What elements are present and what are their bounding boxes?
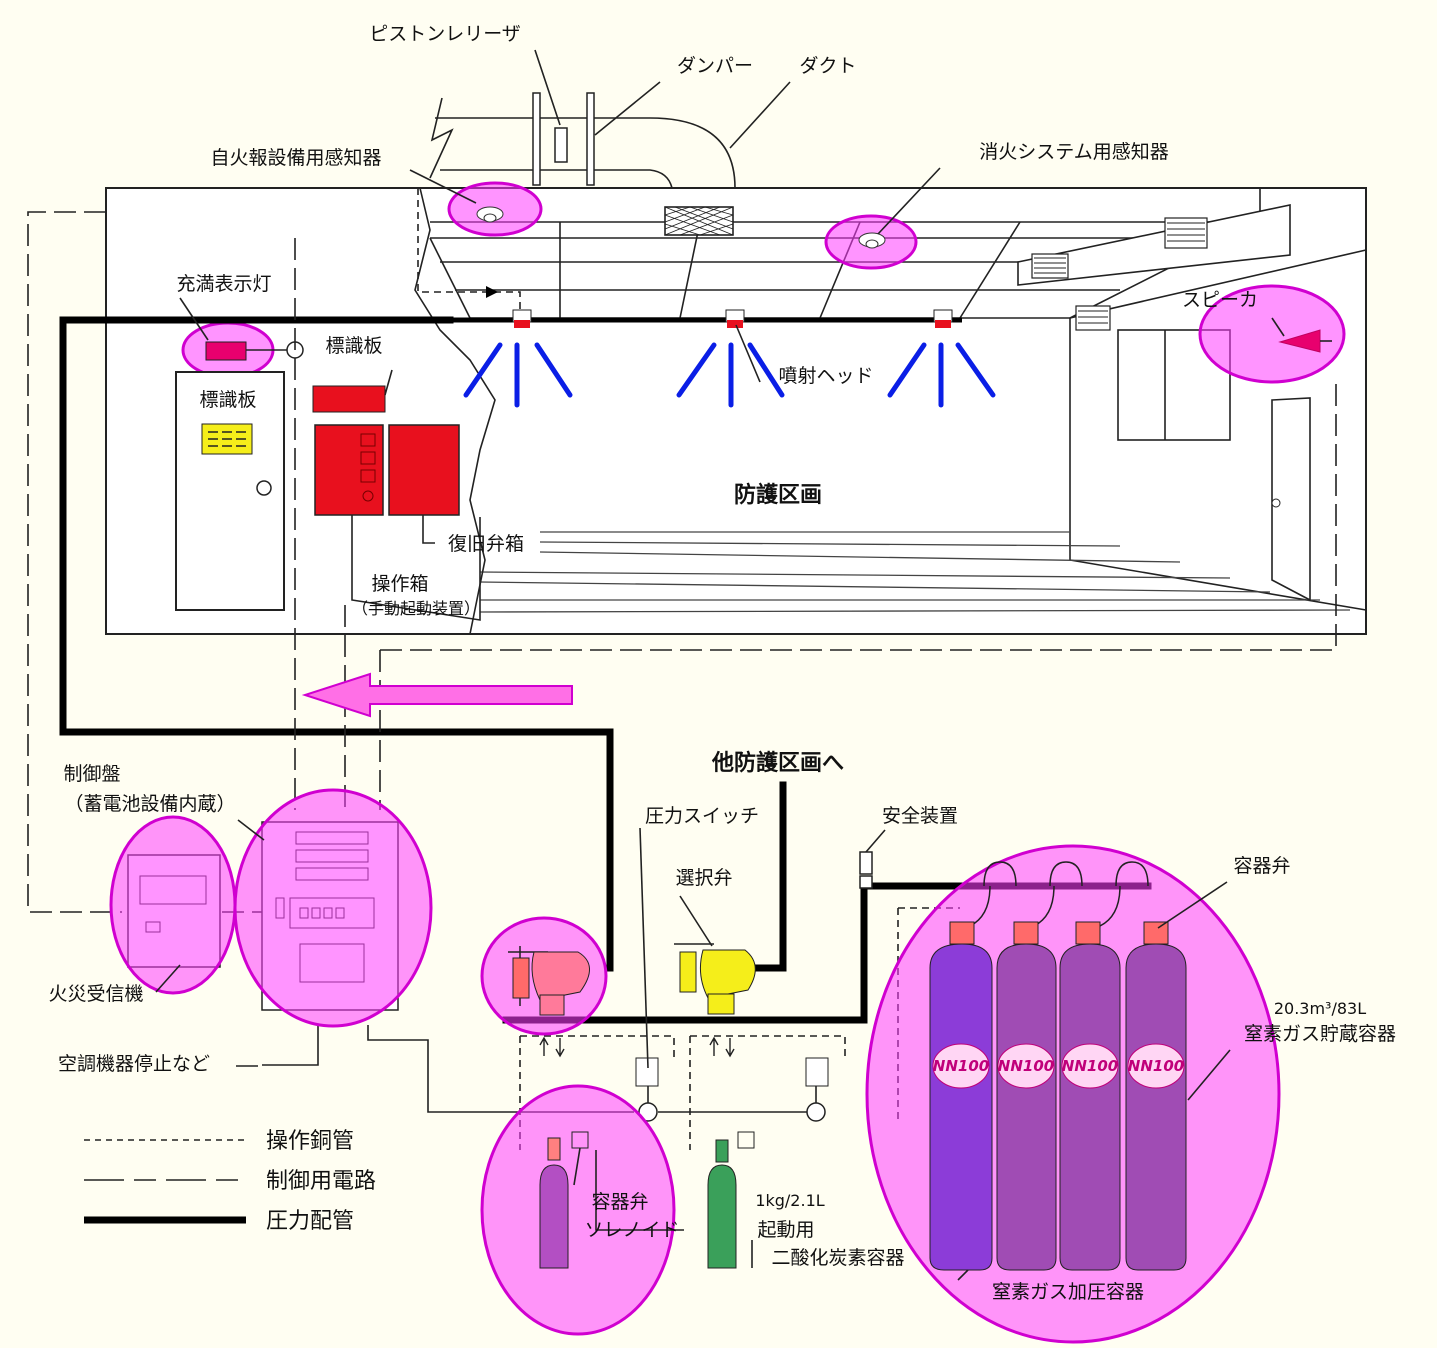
co2-cylinder-1 [480, 1084, 676, 1336]
cylinder-mark-1: NN100 [933, 1057, 989, 1075]
spray-head-3 [887, 309, 996, 408]
label-duct: ダクト [799, 55, 856, 77]
discharge-pipe [417, 188, 962, 323]
label-speaker: スピーカ [1182, 289, 1258, 311]
label-selector-valve: 選択弁 [675, 867, 732, 889]
spray-head-2 [676, 309, 785, 408]
legend-label-3: 圧力配管 [266, 1209, 354, 1234]
operation-box [314, 424, 384, 516]
sign-board-red [312, 385, 386, 413]
control-panel [233, 788, 433, 1028]
cylinder-mark-2: NN100 [998, 1057, 1054, 1075]
fire-receiver [109, 815, 237, 995]
label-co2-capacity: 1kg/2.1L [755, 1191, 824, 1210]
label-container-valve: 容器弁 [591, 1191, 648, 1213]
safety-device [859, 851, 873, 889]
nitrogen-cylinder-1: NN100 [929, 921, 993, 1271]
label-fire-alarm-detector: 自火報設備用感知器 [210, 147, 381, 169]
selector-valve [674, 943, 756, 1015]
label-other-zone: 他防護区画へ [711, 750, 844, 776]
nitrogen-cylinder-4: NN100 [1125, 921, 1187, 1271]
extinguish-detector [824, 214, 918, 270]
label-control-panel: 制御盤 [63, 763, 120, 785]
label-pressure-switch: 圧力スイッチ [645, 805, 759, 827]
nitrogen-cylinder-2: NN100 [996, 921, 1057, 1271]
legend-label-1: 操作銅管 [266, 1129, 354, 1154]
label-manual-start: （手動起動装置） [352, 599, 480, 618]
co2-cylinder-2 [707, 1131, 755, 1269]
legend: 操作銅管 制御用電路 圧力配管 [84, 1129, 376, 1234]
spray-head-1 [463, 309, 573, 408]
label-sign-board-b: 標識板 [325, 335, 382, 357]
duct [429, 92, 736, 189]
label-solenoid: ソレノイド [584, 1219, 679, 1241]
label-operation-box: 操作箱 [371, 573, 428, 595]
label-extinguish-detector: 消火システム用感知器 [979, 141, 1168, 163]
flow-arrow [301, 672, 573, 718]
nitrogen-cylinder-3: NN100 [1059, 921, 1121, 1271]
label-damper: ダンパー [677, 55, 753, 77]
label-hvac-stop: 空調機器停止など [58, 1053, 210, 1075]
label-piston-releaser: ピストンレリーザ [369, 23, 521, 45]
label-n2-capacity: 20.3m³/83L [1274, 999, 1366, 1018]
label-control-panel-sub: （蓄電池設備内蔵） [64, 793, 235, 815]
label-fire-receiver: 火災受信機 [48, 983, 143, 1005]
label-spray-head: 噴射ヘッド [778, 365, 873, 387]
label-full-indicator-lamp: 充満表示灯 [176, 273, 271, 295]
label-sign-board-a: 標識板 [199, 389, 256, 411]
speaker [1198, 284, 1346, 384]
fire-alarm-detector [447, 181, 543, 237]
label-container-valve-top: 容器弁 [1233, 855, 1290, 877]
legend-label-2: 制御用電路 [266, 1169, 376, 1194]
label-safety-device: 安全装置 [882, 805, 958, 827]
entrance-door [175, 371, 285, 611]
leader-lines [155, 49, 1285, 1281]
label-co2-line2: 二酸化炭素容器 [771, 1247, 904, 1269]
pressure-switches-small [539, 1036, 829, 1087]
cylinder-mark-4: NN100 [1128, 1057, 1184, 1075]
label-n2-storage: 窒素ガス貯蔵容器 [1244, 1023, 1396, 1045]
label-co2-line1: 起動用 [757, 1219, 814, 1241]
cylinder-mark-3: NN100 [1062, 1057, 1118, 1075]
label-protected-zone: 防護区画 [734, 482, 822, 508]
label-n2-pressurize: 窒素ガス加圧容器 [992, 1281, 1144, 1303]
pressure-switch-valve [480, 916, 608, 1036]
restore-valve-box [388, 424, 460, 516]
label-restore-valve-box: 復旧弁箱 [448, 533, 524, 555]
